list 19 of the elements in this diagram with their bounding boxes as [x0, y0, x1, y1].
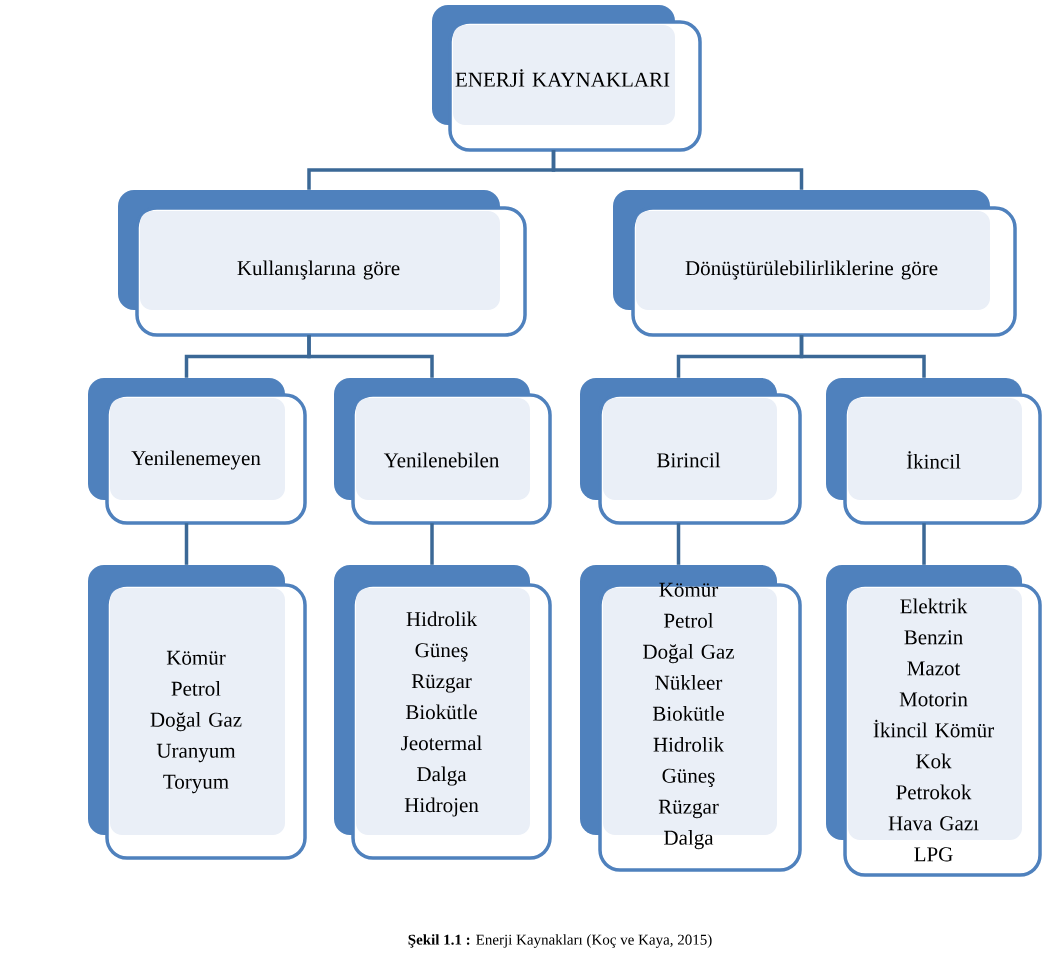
connector-line [676, 523, 681, 565]
category-box: Yenilenebilen [334, 378, 552, 525]
connector-line [307, 335, 434, 378]
category-box: İkincil [826, 378, 1042, 525]
list-box: Kömür Petrol Doğal Gaz Uranyum Toryum [88, 565, 307, 860]
caption: Şekil 1.1 : Enerji Kaynakları (Koç ve Kaya, 2015) [408, 934, 712, 948]
category-box: Yenilenemeyen [88, 378, 307, 525]
connector-line [799, 335, 926, 378]
list-box: Elektrik Benzin Mazot Motorin İkincil Kömür Kok Petrokok Hava Gazı LPG [826, 565, 1042, 877]
category-box: Birincil [580, 378, 802, 525]
connector-line [551, 150, 804, 190]
connector-line [184, 523, 189, 565]
list-box: Hidrolik Güneş Rüzgar Biokütle Jeotermal Dalga Hidrojen [334, 565, 552, 860]
list-box: Kömür Petrol Doğal Gaz Nükleer Biokütle Hidrolik Güneş Rüzgar Dalga [580, 565, 802, 872]
category-box: ENERJİ KAYNAKLARI [432, 5, 702, 152]
connector-line [430, 523, 434, 565]
category-box: Kullanışlarına göre [118, 190, 527, 337]
connector-line [922, 523, 926, 565]
category-box: Dönüştürülebilirliklerine göre [613, 190, 1017, 337]
